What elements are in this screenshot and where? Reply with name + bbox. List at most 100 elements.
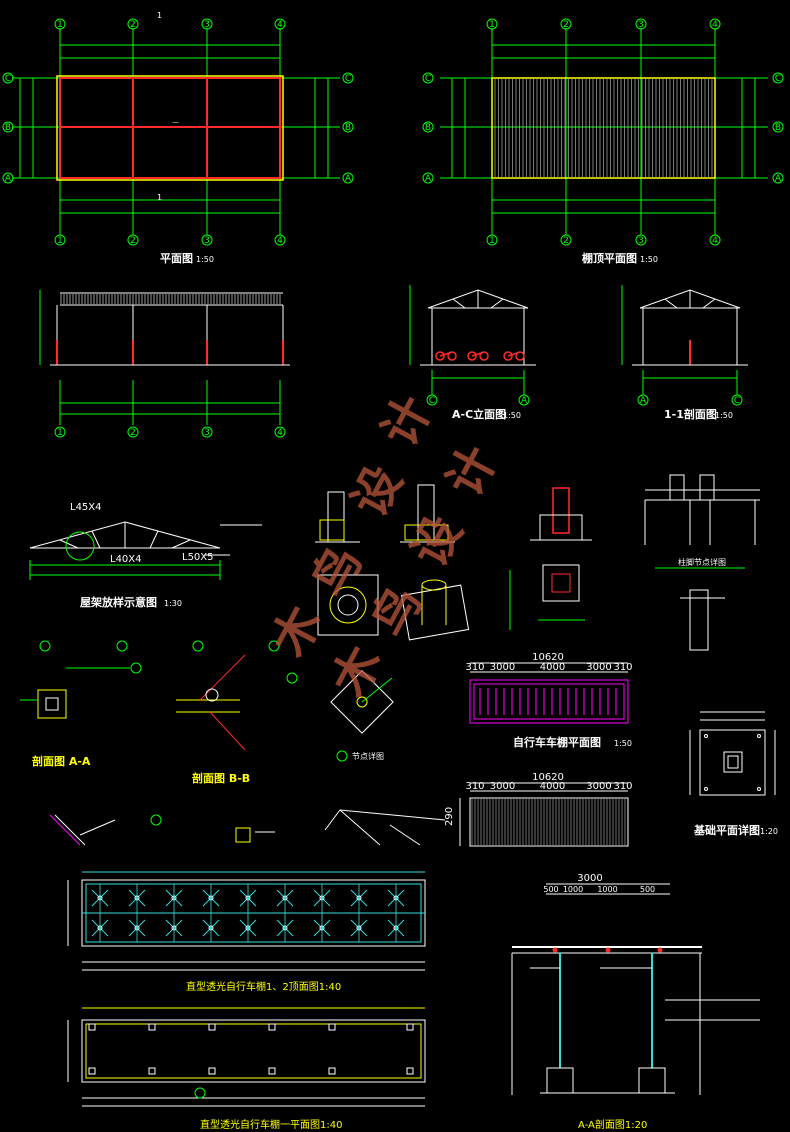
svg-text:3: 3	[204, 236, 210, 246]
svg-text:A: A	[775, 174, 782, 184]
roof-plan-grid-bubbles: 1 2 3 4 1 2 3 4 C B A C B A	[422, 18, 784, 246]
bike-shed-plan-slats	[479, 688, 617, 715]
svg-text:2: 2	[130, 428, 136, 438]
post	[208, 1023, 216, 1031]
plan-view-title: 直型透光自行车棚一平面图1:40	[200, 1118, 342, 1131]
bike-elev-dim: 3000	[586, 781, 611, 792]
svg-text:鸟: 鸟	[301, 537, 373, 606]
svg-text:C: C	[775, 74, 781, 84]
svg-text:C: C	[429, 396, 435, 406]
svg-text:1: 1	[489, 20, 495, 30]
section-aa-title: 剖面图 A-A	[32, 754, 91, 768]
column-base-details	[315, 474, 760, 651]
floor-plan: — 1 1	[12, 11, 340, 235]
long-elevation-bubbles: 1 2 3 4	[54, 426, 286, 438]
svg-text:C: C	[734, 396, 740, 406]
svg-text:1: 1	[157, 193, 162, 202]
svg-text:设: 设	[341, 457, 413, 526]
bike-elev-total-dim: 10620	[532, 772, 564, 783]
plan-view-posts	[88, 1023, 414, 1075]
floor-plan-scale: 1:50	[196, 255, 214, 264]
aa-section	[511, 883, 760, 1095]
post	[268, 1023, 276, 1031]
section-1-1	[621, 285, 748, 395]
svg-text:B: B	[345, 123, 351, 133]
bike-shed-elevation-slats	[471, 799, 626, 845]
svg-text:A: A	[5, 174, 12, 184]
svg-text:A: A	[521, 396, 528, 406]
truss-title: 屋架放样示意图	[80, 595, 157, 609]
bike-plan-dim: 310	[613, 662, 632, 673]
floor-plan-title: 平面图	[160, 252, 193, 265]
connection-details	[20, 640, 394, 762]
bike-shed-plan	[469, 662, 629, 724]
column-detail-title: 柱脚节点详图	[678, 557, 726, 567]
partial-details	[49, 809, 446, 846]
svg-text:2: 2	[130, 236, 136, 246]
bike-elev-dim: 3000	[490, 781, 515, 792]
svg-text:1: 1	[57, 236, 63, 246]
svg-text:2: 2	[563, 236, 569, 246]
foundation-scale: 1:20	[760, 827, 778, 836]
roof-plan	[440, 28, 768, 235]
svg-text:3: 3	[638, 20, 644, 30]
svg-text:3: 3	[204, 428, 210, 438]
svg-text:—: —	[172, 118, 179, 126]
long-elevation-roof-hatch	[60, 294, 281, 304]
watermark: 木 鸟 设 计 木 鸟 设 计	[261, 387, 508, 706]
svg-text:计: 计	[436, 437, 508, 506]
truss-diagram	[29, 521, 262, 580]
aa-dim: 1000	[563, 885, 583, 894]
section-1-1-scale: 1:50	[715, 411, 733, 420]
truss-label-l40: L40X4	[110, 554, 142, 565]
svg-text:3: 3	[638, 236, 644, 246]
svg-text:B: B	[5, 123, 11, 133]
bike-elev-dim: 310	[465, 781, 484, 792]
truss-label-l50: L50X5	[182, 552, 214, 563]
post	[208, 1067, 216, 1075]
svg-text:4: 4	[277, 236, 283, 246]
post	[268, 1067, 276, 1075]
grid-label-3: 3	[204, 20, 210, 30]
top-view-roof	[67, 871, 426, 971]
gable-elevation-scale: 1:50	[503, 411, 521, 420]
gable-elevation-bubbles: C A	[426, 394, 530, 406]
svg-text:1: 1	[157, 11, 162, 20]
post	[88, 1023, 96, 1031]
roof-plan-title: 棚顶平面图	[582, 251, 637, 265]
section-1-1-bubbles: A C	[637, 394, 743, 406]
roof-plan-hatch	[494, 79, 713, 177]
post	[406, 1023, 414, 1031]
bicycle-icons	[435, 351, 525, 361]
aa-dim: 1000	[597, 885, 617, 894]
svg-text:A: A	[640, 396, 647, 406]
floor-plan-grid-bubbles: 1 2 3 4 1 2 3 4 C B A C B A	[2, 18, 354, 246]
long-elevation	[39, 290, 290, 425]
bike-elev-dim: 4000	[540, 781, 565, 792]
aa-section-title: A-A剖面图1:20	[578, 1118, 647, 1131]
truss-scale: 1:30	[164, 599, 182, 608]
post	[328, 1067, 336, 1075]
svg-text:B: B	[425, 123, 431, 133]
svg-text:1: 1	[489, 236, 495, 246]
svg-text:木: 木	[261, 597, 333, 666]
svg-text:2: 2	[563, 20, 569, 30]
gable-elevation-title: A-C立面图	[452, 407, 506, 421]
svg-text:木: 木	[321, 637, 393, 706]
svg-text:A: A	[345, 174, 352, 184]
bike-plan-scale: 1:50	[614, 739, 632, 748]
aa-total-dim: 3000	[577, 873, 602, 884]
gable-elevation	[409, 285, 536, 395]
svg-text:4: 4	[712, 236, 718, 246]
grid-label-4: 4	[277, 20, 283, 30]
post	[406, 1067, 414, 1075]
plan-view-140	[67, 1007, 426, 1107]
svg-text:4: 4	[277, 428, 283, 438]
foundation-detail	[689, 711, 776, 796]
bike-plan-dim: 3000	[490, 662, 515, 673]
svg-text:C: C	[5, 74, 11, 84]
